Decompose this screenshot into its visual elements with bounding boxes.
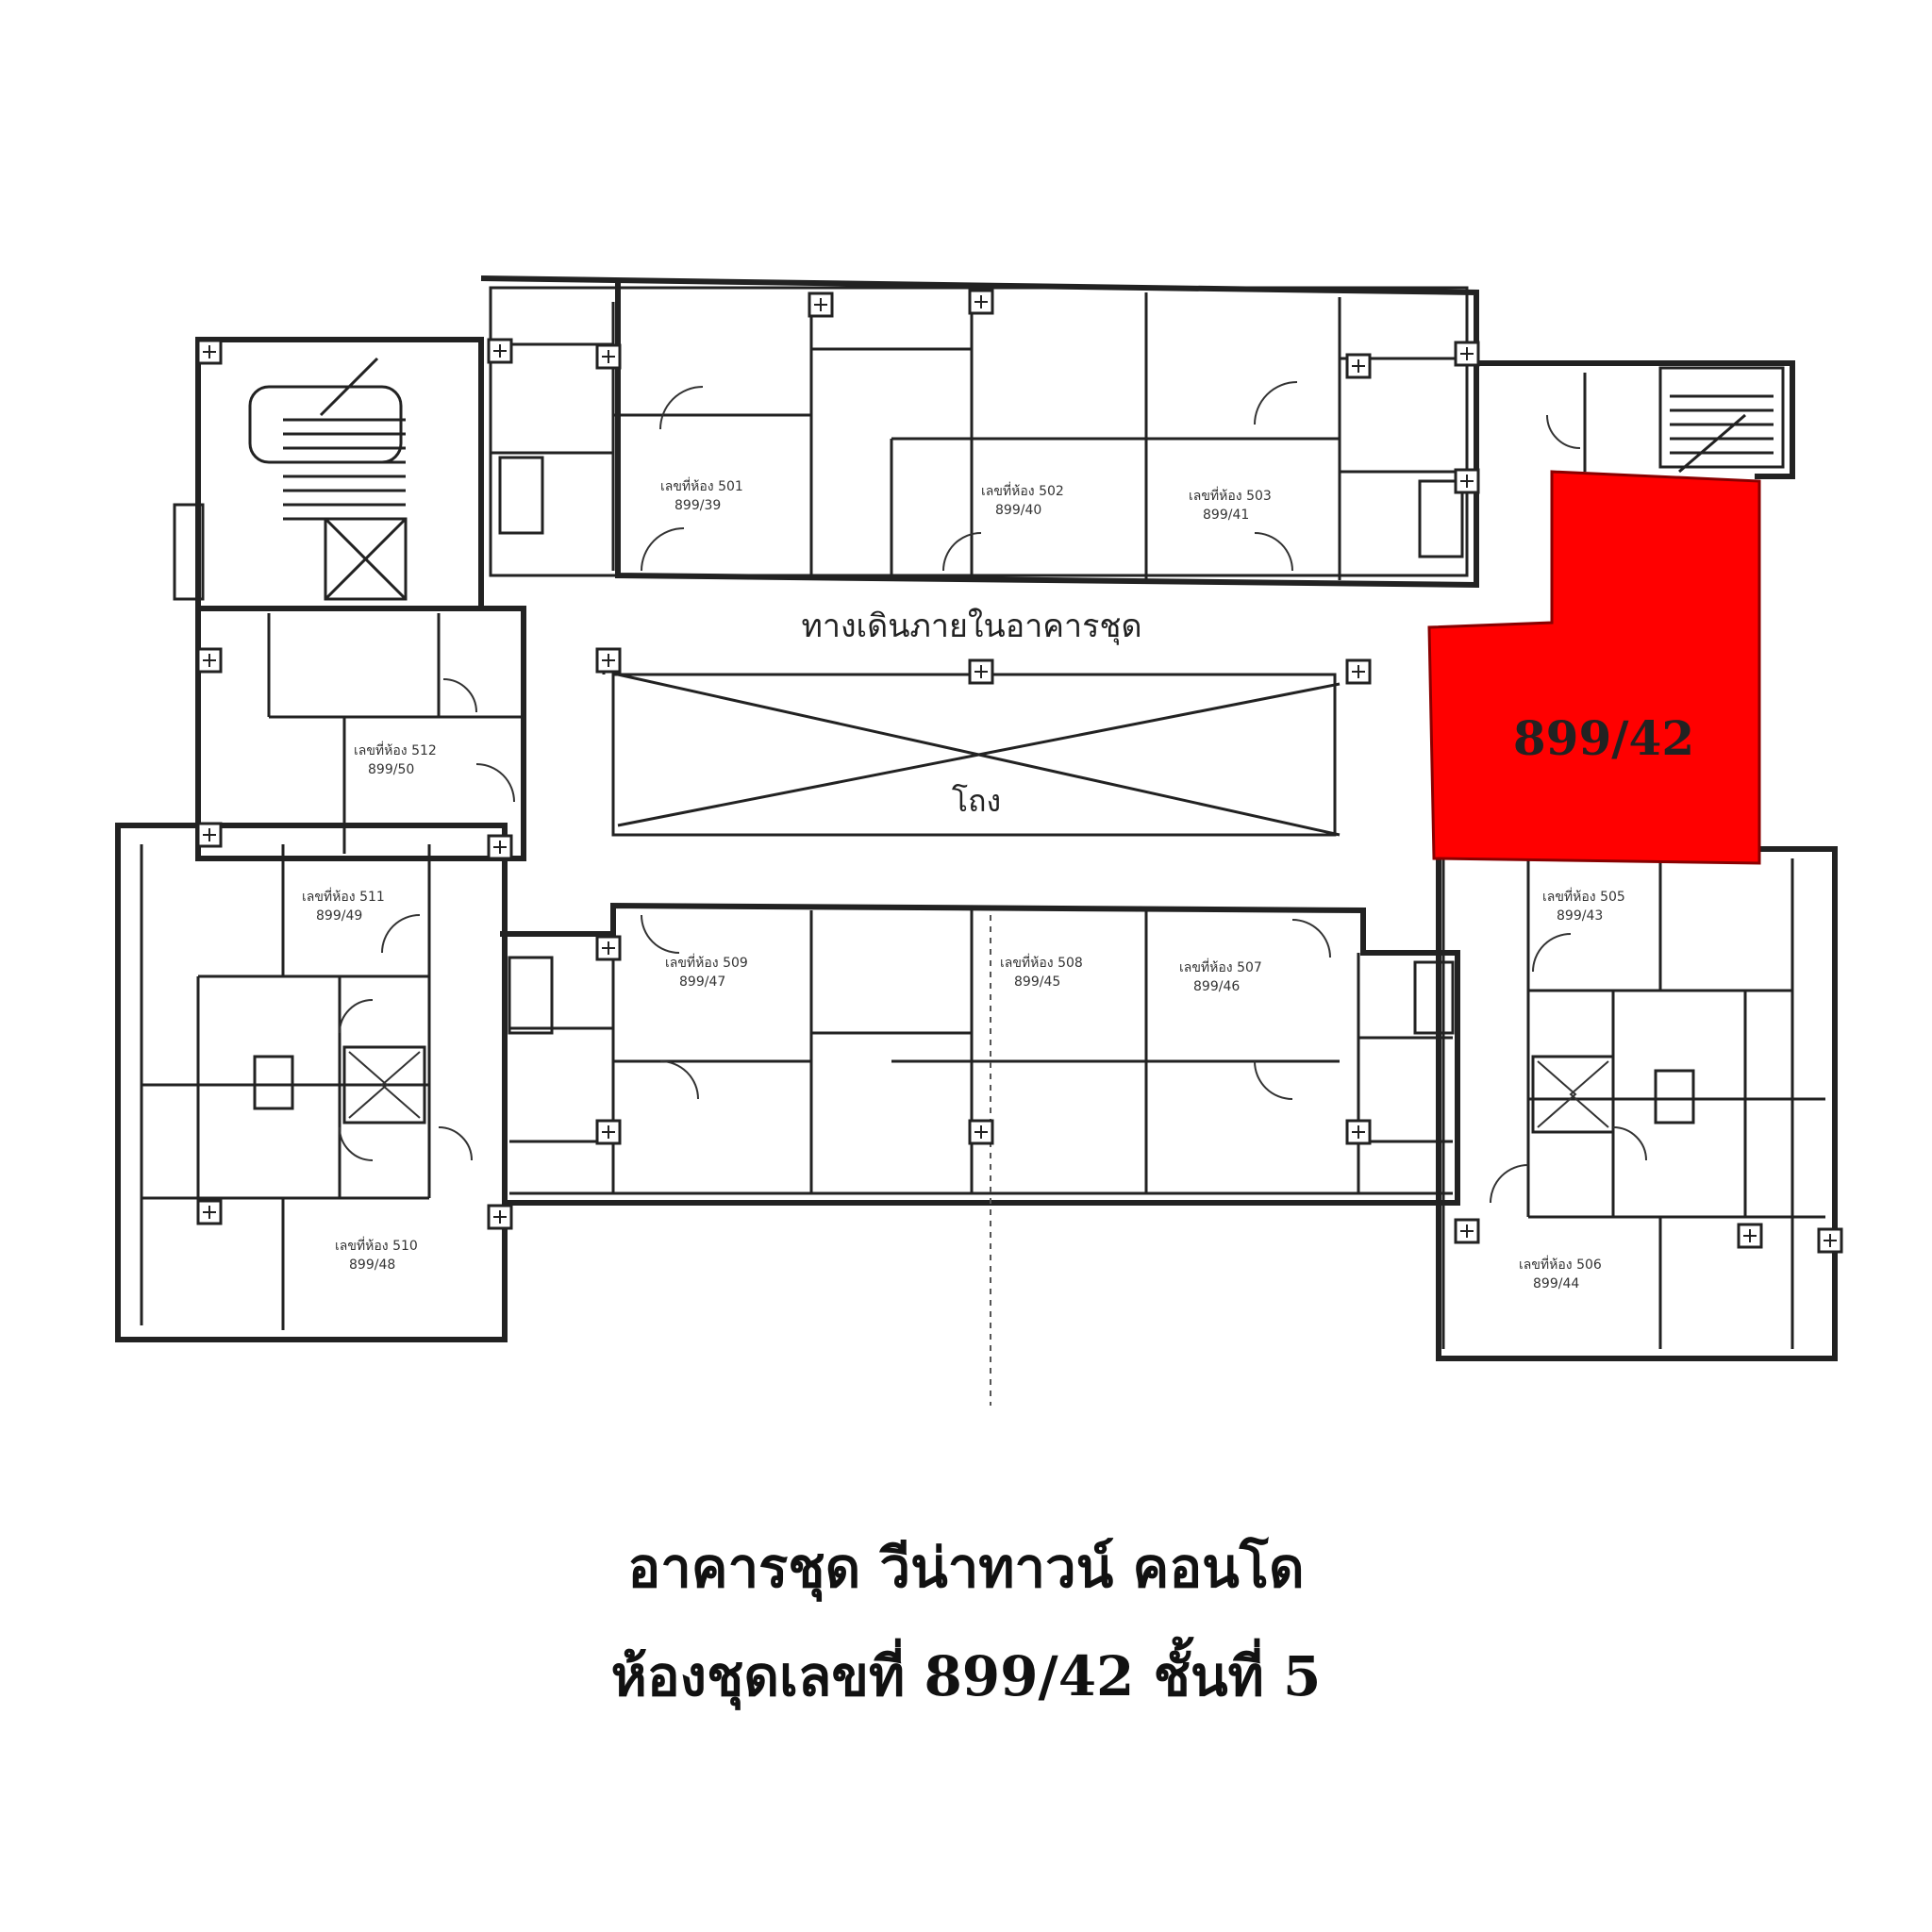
unit-507-label: เลขที่ห้อง 507 xyxy=(1179,958,1262,975)
column-marker xyxy=(1345,353,1372,379)
unit-505-label: เลขที่ห้อง 505 xyxy=(1542,888,1625,905)
unit-510-label: เลขที่ห้อง 510 xyxy=(335,1237,418,1254)
highlighted-unit-label: 899/42 xyxy=(1513,710,1694,766)
unit-507-number: 899/46 xyxy=(1193,979,1240,994)
unit-511-label: เลขที่ห้อง 511 xyxy=(302,888,385,905)
highlighted-unit[interactable]: 899/42 xyxy=(1427,470,1761,865)
unit-501-number: 899/39 xyxy=(675,498,721,513)
void-label: โถง xyxy=(952,783,1001,819)
unit-512-number: 899/50 xyxy=(368,762,414,777)
column-marker xyxy=(968,289,994,315)
column-marker xyxy=(1454,1218,1480,1244)
unit-509-label: เลขที่ห้อง 509 xyxy=(665,954,748,971)
unit-512-label: เลขที่ห้อง 512 xyxy=(354,741,437,758)
caption-unit-info: ห้องชุดเลขที่ 899/42 ชั้นที่ 5 xyxy=(610,1644,1322,1708)
unit-508-label: เลขที่ห้อง 508 xyxy=(1000,954,1083,971)
unit-505-number: 899/43 xyxy=(1557,908,1603,924)
right-wing: เลขที่ห้อง 505 899/43 เลขที่ห้อง 506 899… xyxy=(1436,846,1838,1361)
unit-503-label: เลขที่ห้อง 503 xyxy=(1189,487,1272,504)
unit-501-label: เลขที่ห้อง 501 xyxy=(660,477,743,494)
left-upper-wing: เลขที่ห้อง 512 899/50 xyxy=(195,606,526,861)
unit-502-number: 899/40 xyxy=(995,503,1041,518)
corridor-label: ทางเดินภายในอาคารชุด xyxy=(801,608,1141,645)
highlighted-unit-area[interactable] xyxy=(1427,470,1761,865)
right-stair-tower xyxy=(1476,360,1795,479)
unit-506-number: 899/44 xyxy=(1533,1276,1579,1291)
column-marker xyxy=(196,647,223,674)
unit-508-number: 899/45 xyxy=(1014,974,1060,990)
column-marker xyxy=(595,343,622,370)
left-lower-wing: เลขที่ห้อง 511 899/49 เลขที่ห้อง 510 899… xyxy=(115,823,508,1342)
stair-steps xyxy=(283,357,406,521)
bottom-wing: เลขที่ห้อง 509 899/47 เลขที่ห้อง 508 899… xyxy=(500,902,1460,1206)
column-marker xyxy=(1737,1223,1763,1249)
caption-building-name: อาคารชุด วีน่าทาวน์ คอนโด xyxy=(627,1536,1305,1600)
unit-506-label: เลขที่ห้อง 506 xyxy=(1519,1256,1602,1273)
unit-503-number: 899/41 xyxy=(1203,508,1249,523)
unit-509-number: 899/47 xyxy=(679,974,725,990)
top-wing: เลขที่ห้อง 501 899/39 เลขที่ห้อง 502 899… xyxy=(480,275,1479,589)
left-stair-tower xyxy=(173,337,484,611)
unit-502-label: เลขที่ห้อง 502 xyxy=(981,482,1064,499)
column-marker xyxy=(196,822,223,848)
column-marker xyxy=(968,658,994,685)
unit-511-number: 899/49 xyxy=(316,908,362,924)
unit-510-number: 899/48 xyxy=(349,1257,395,1273)
structural-columns xyxy=(196,289,1843,1254)
